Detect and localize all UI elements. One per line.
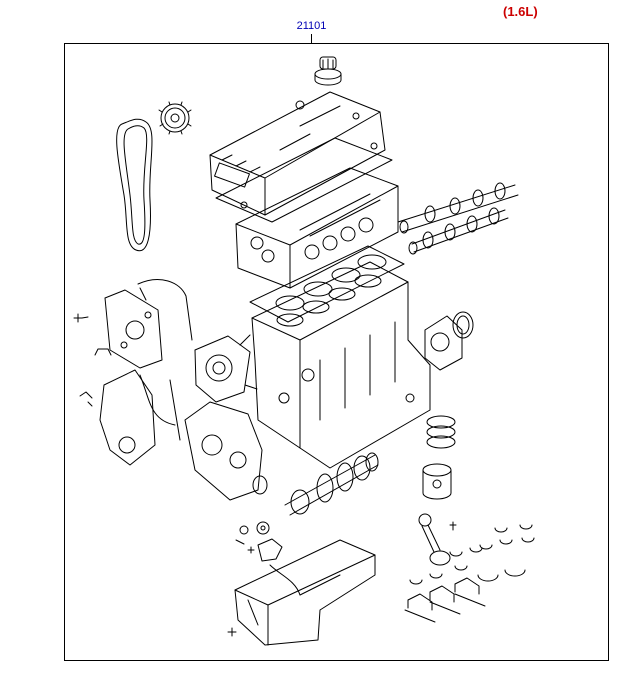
oil-pump[interactable]	[185, 402, 267, 500]
timing-belt-cover-lower[interactable]	[100, 370, 180, 465]
timing-belt[interactable]	[117, 119, 152, 251]
timing-belt-cover-upper[interactable]	[105, 290, 162, 368]
rear-oil-seal-retainer[interactable]	[425, 312, 473, 370]
piston[interactable]	[423, 464, 451, 499]
exploded-view-frame	[64, 43, 609, 661]
oil-strainer[interactable]	[258, 539, 300, 595]
idler-pulley[interactable]	[257, 522, 269, 534]
hose-clip[interactable]	[95, 349, 111, 355]
cylinder-block[interactable]	[252, 262, 430, 468]
engine-variant-label: (1.6L)	[503, 4, 538, 19]
main-bearing-shells[interactable]	[410, 525, 534, 584]
camshaft-sprocket[interactable]	[159, 102, 191, 134]
oil-pressure-switch[interactable]	[236, 526, 248, 544]
assembly-part-number[interactable]: 21101	[296, 20, 327, 32]
oil-filler-cap[interactable]	[315, 57, 341, 85]
water-pump[interactable]	[195, 335, 257, 402]
timing-cover-gasket[interactable]	[138, 280, 192, 340]
crankshaft[interactable]	[285, 453, 378, 515]
bolt-small-left[interactable]	[74, 314, 88, 322]
cylinder-head-gasket[interactable]	[250, 246, 404, 322]
cylinder-head-cover[interactable]	[210, 92, 385, 215]
part-number-leader-line	[311, 34, 312, 44]
oil-drain-plug[interactable]	[248, 547, 254, 553]
camshafts[interactable]	[398, 183, 518, 254]
cylinder-head[interactable]	[236, 168, 398, 288]
piston-rings[interactable]	[427, 416, 455, 448]
dipstick-clip[interactable]	[80, 392, 92, 406]
connecting-rod[interactable]	[419, 514, 456, 565]
head-cover-gasket[interactable]	[216, 138, 392, 222]
main-bearing-caps[interactable]	[405, 578, 485, 622]
oil-pan[interactable]	[235, 540, 375, 645]
oil-pan-bolt[interactable]	[228, 628, 236, 636]
